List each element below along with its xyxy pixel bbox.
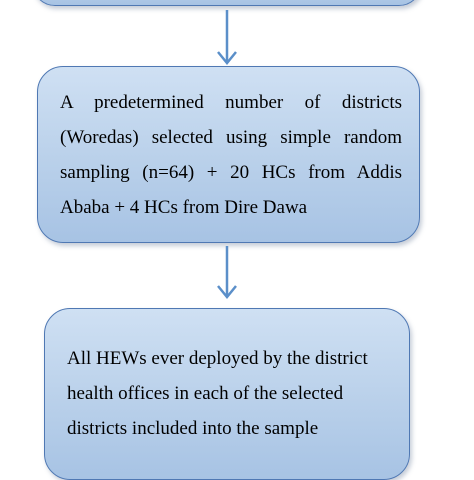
flowchart-box-top [32,0,422,6]
down-arrow-icon [217,10,237,65]
down-arrow-icon [217,246,237,299]
flowchart-box-hew-inclusion: All HEWs ever deployed by the district h… [44,308,410,480]
box-text: A predetermined number of districts (Wor… [60,92,402,218]
box-text: All HEWs ever deployed by the district h… [67,348,368,439]
flowchart-box-district-sampling: A predetermined number of districts (Wor… [37,66,420,243]
